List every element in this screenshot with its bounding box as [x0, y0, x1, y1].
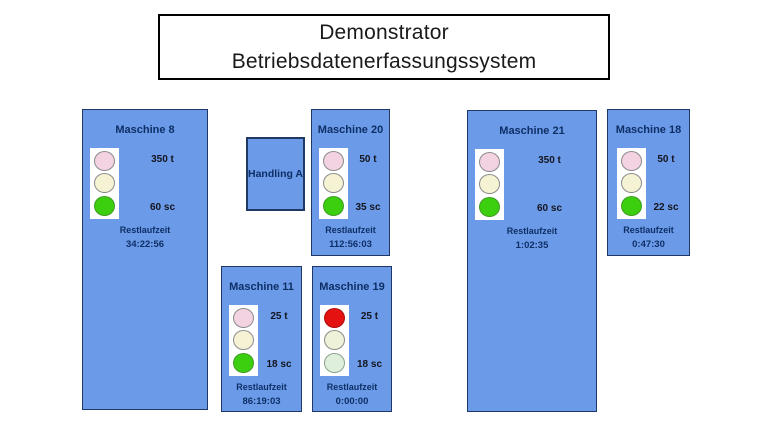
remaining-time-value: 0:00:00 — [335, 396, 369, 407]
yellow-light — [324, 330, 345, 350]
machine-panel-20[interactable]: Maschine 20 50 t 35 sc Restlaufzeit 112:… — [311, 109, 390, 256]
cycle-time-label: 35 sc — [355, 202, 381, 213]
restlaufzeit-label: Restlaufzeit — [623, 225, 674, 235]
red-light — [479, 151, 500, 172]
machine-name: Maschine 8 — [115, 124, 175, 136]
restlaufzeit-label: Restlaufzeit — [236, 382, 287, 392]
red-light — [324, 307, 345, 328]
green-light — [621, 195, 642, 216]
traffic-light — [229, 305, 258, 376]
machine-panel-18[interactable]: Maschine 18 50 t 22 sc Restlaufzeit 0:47… — [607, 109, 690, 256]
yellow-light — [94, 173, 115, 193]
machine-name: Maschine 18 — [615, 124, 682, 136]
handling-a-box[interactable]: Handling A — [246, 137, 305, 211]
machine-name: Maschine 11 — [229, 281, 294, 293]
remaining-time-value: 112:56:03 — [329, 239, 372, 250]
machine-name: Maschine 21 — [499, 125, 565, 137]
title-box: Demonstrator Betriebsdatenerfassungssyst… — [158, 14, 610, 80]
yellow-light — [621, 173, 642, 193]
title-line-2: Betriebsdatenerfassungssystem — [231, 50, 537, 73]
cycle-time-label: 60 sc — [149, 202, 176, 213]
remaining-time-value: 0:47:30 — [632, 239, 665, 250]
yellow-light — [323, 173, 344, 193]
tons-label: 25 t — [270, 311, 288, 322]
restlaufzeit-label: Restlaufzeit — [326, 382, 378, 392]
green-light — [94, 195, 115, 216]
green-light — [479, 196, 500, 217]
machine-panel-19[interactable]: Maschine 19 25 t 18 sc Restlaufzeit 0:00… — [312, 266, 392, 412]
traffic-light — [319, 148, 348, 219]
traffic-light — [90, 148, 119, 219]
title-line-1: Demonstrator — [319, 21, 449, 44]
machine-panel-11[interactable]: Maschine 11 25 t 18 sc Restlaufzeit 86:1… — [221, 266, 302, 412]
tons-label: 50 t — [359, 154, 377, 165]
red-light — [323, 150, 344, 171]
restlaufzeit-label: Restlaufzeit — [119, 225, 171, 235]
tons-label: 350 t — [538, 155, 561, 166]
machine-name: Maschine 20 — [317, 124, 384, 136]
machine-name: Maschine 19 — [319, 281, 385, 293]
tons-label: 350 t — [151, 154, 174, 165]
cycle-time-label: 60 sc — [536, 203, 563, 214]
yellow-light — [479, 174, 500, 194]
red-light — [233, 307, 254, 328]
tons-label: 25 t — [360, 311, 379, 322]
remaining-time-value: 86:19:03 — [242, 396, 281, 407]
traffic-light — [475, 149, 504, 220]
cycle-time-label: 18 sc — [356, 359, 383, 370]
tons-label: 50 t — [657, 154, 675, 165]
restlaufzeit-label: Restlaufzeit — [325, 225, 376, 235]
remaining-time-value: 34:22:56 — [125, 239, 165, 250]
restlaufzeit-label: Restlaufzeit — [506, 226, 558, 236]
cycle-time-label: 22 sc — [653, 202, 679, 213]
machine-panel-8[interactable]: Maschine 8 350 t 60 sc Restlaufzeit 34:2… — [82, 109, 208, 410]
red-light — [621, 150, 642, 171]
green-light — [323, 195, 344, 216]
cycle-time-label: 18 sc — [266, 359, 292, 370]
traffic-light — [617, 148, 646, 219]
remaining-time-value: 1:02:35 — [515, 240, 549, 251]
yellow-light — [233, 330, 254, 350]
traffic-light — [320, 305, 349, 376]
handling-a-label: Handling A — [247, 168, 304, 180]
red-light — [94, 150, 115, 171]
green-light — [233, 352, 254, 373]
machine-panel-21[interactable]: Maschine 21 350 t 60 sc Restlaufzeit 1:0… — [467, 110, 597, 412]
green-light — [324, 352, 345, 373]
